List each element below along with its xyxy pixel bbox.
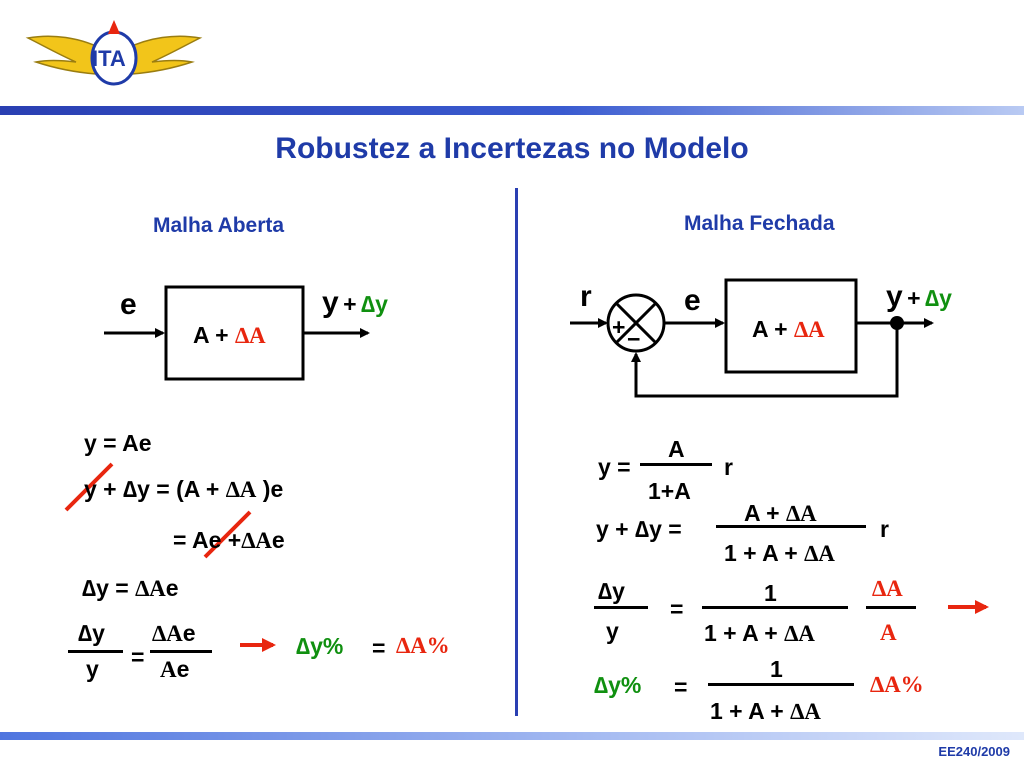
closed-eq3-num: ∆y bbox=[598, 578, 625, 604]
ita-logo-icon bbox=[25, 20, 203, 86]
footer-label: EE240/2009 bbox=[938, 744, 1010, 759]
eq2-num-delta: ∆A bbox=[785, 501, 817, 526]
eq3-delta-a: ∆A bbox=[241, 528, 272, 553]
open-eq-1: y = Ae bbox=[84, 430, 152, 456]
closed-eq4-den: 1 + A + ∆A bbox=[710, 698, 821, 725]
eq4-den-a: 1 + A + bbox=[710, 698, 784, 724]
open-loop-block: A + ∆A bbox=[193, 322, 266, 349]
closed-eq3-den: y bbox=[606, 618, 619, 644]
block-a: A + bbox=[752, 316, 788, 342]
closed-eq1-den: 1+A bbox=[648, 478, 691, 504]
open-result-eq: = bbox=[372, 635, 386, 661]
block-a: A + bbox=[193, 322, 229, 348]
closed-eq3-mid-num: 1 bbox=[764, 580, 777, 606]
output-y: y bbox=[322, 286, 339, 319]
frac-num-dy: ∆y bbox=[78, 620, 105, 646]
fraction-line bbox=[866, 606, 916, 609]
page-title: Robustez a Incertezas no Modelo bbox=[275, 132, 749, 165]
eq3-den-delta: ∆A bbox=[784, 621, 815, 646]
closed-loop-heading: Malha Fechada bbox=[684, 212, 835, 235]
footer-bar bbox=[0, 732, 1024, 740]
block-delta-a: ∆A bbox=[234, 323, 266, 348]
closed-eq4-equals: = bbox=[674, 674, 688, 700]
open-equals: = bbox=[131, 644, 145, 670]
frac-den-y: y bbox=[86, 656, 99, 682]
block-delta-a: ∆A bbox=[793, 317, 825, 342]
eq2-den-delta: ∆A bbox=[804, 541, 835, 566]
open-result-right: ∆A% bbox=[396, 633, 450, 658]
eq3-part-c: e bbox=[271, 527, 285, 553]
open-loop-output: y + ∆y bbox=[322, 286, 388, 320]
logo-text: ITA bbox=[92, 46, 126, 71]
closed-loop-ref: r bbox=[580, 280, 592, 313]
closed-eq3-rhs-den: A bbox=[880, 620, 897, 645]
closed-eq4-num: 1 bbox=[770, 656, 783, 682]
closed-eq2-lhs: y + ∆y = bbox=[596, 516, 682, 542]
fraction-line bbox=[68, 650, 123, 653]
open-result-left: ∆y% bbox=[296, 633, 344, 659]
fraction-line bbox=[150, 650, 212, 653]
eq4-part-a: ∆y = bbox=[82, 575, 129, 601]
closed-eq1-num: A bbox=[668, 436, 685, 462]
eq2-delta-a: ∆A bbox=[225, 477, 257, 502]
eq2-num-a: A + bbox=[744, 500, 780, 526]
closed-eq3-equals: = bbox=[670, 596, 684, 622]
frac2-den-a: A bbox=[160, 657, 177, 682]
open-loop-heading: Malha Aberta bbox=[153, 214, 285, 237]
output-delta-y: ∆y bbox=[361, 291, 388, 317]
eq2-den-a: 1 + A + bbox=[724, 540, 798, 566]
closed-eq2-num: A + ∆A bbox=[744, 500, 817, 527]
eq4-delta-a: ∆A bbox=[135, 576, 166, 601]
closed-loop-block: A + ∆A bbox=[752, 316, 825, 343]
closed-eq1-r: r bbox=[724, 454, 733, 480]
closed-eq4-lhs: ∆y% bbox=[594, 672, 642, 698]
output-y: y bbox=[886, 280, 903, 313]
open-eq-2: y + ∆y = (A + ∆A )e bbox=[84, 476, 283, 503]
eq3-den-a: 1 + A + bbox=[704, 620, 778, 646]
open-eq-3: = Ae +∆Ae bbox=[173, 527, 285, 554]
output-plus: + bbox=[907, 285, 921, 311]
closed-loop-output: y + ∆y bbox=[886, 280, 952, 314]
fraction-line bbox=[708, 683, 854, 686]
sum-minus-sign: − bbox=[627, 326, 641, 352]
frac2-den: Ae bbox=[160, 656, 189, 683]
open-eq-4: ∆y = ∆Ae bbox=[82, 575, 179, 602]
open-loop-input: e bbox=[120, 288, 137, 321]
eq4-den-delta: ∆A bbox=[790, 699, 821, 724]
closed-loop-error: e bbox=[684, 284, 701, 317]
frac2-e: e bbox=[182, 620, 196, 646]
fraction-line bbox=[716, 525, 866, 528]
closed-eq2-r: r bbox=[880, 516, 889, 542]
fraction-line bbox=[594, 606, 648, 609]
frac2-num: ∆Ae bbox=[152, 620, 195, 647]
fraction-line bbox=[640, 463, 712, 466]
closed-eq3-rhs-num: ∆A bbox=[872, 576, 903, 601]
frac2-delta-a: ∆A bbox=[152, 621, 183, 646]
eq2-part-a: y + ∆y = (A + bbox=[84, 476, 220, 502]
header-bar bbox=[0, 106, 1024, 115]
sum-plus-sign: + bbox=[612, 314, 626, 340]
output-delta-y: ∆y bbox=[925, 285, 952, 311]
closed-eq2-den: 1 + A + ∆A bbox=[724, 540, 835, 567]
fraction-line bbox=[702, 606, 848, 609]
closed-eq4-rhs: ∆A% bbox=[870, 672, 924, 697]
output-plus: + bbox=[343, 291, 357, 317]
frac2-den-e: e bbox=[176, 656, 190, 682]
eq3-part-a: = Ae + bbox=[173, 527, 242, 553]
eq2-part-c: )e bbox=[262, 476, 284, 502]
closed-eq3-mid-den: 1 + A + ∆A bbox=[704, 620, 815, 647]
eq4-part-c: e bbox=[165, 575, 179, 601]
closed-eq1-lhs: y = bbox=[598, 454, 631, 480]
column-divider bbox=[515, 188, 518, 716]
